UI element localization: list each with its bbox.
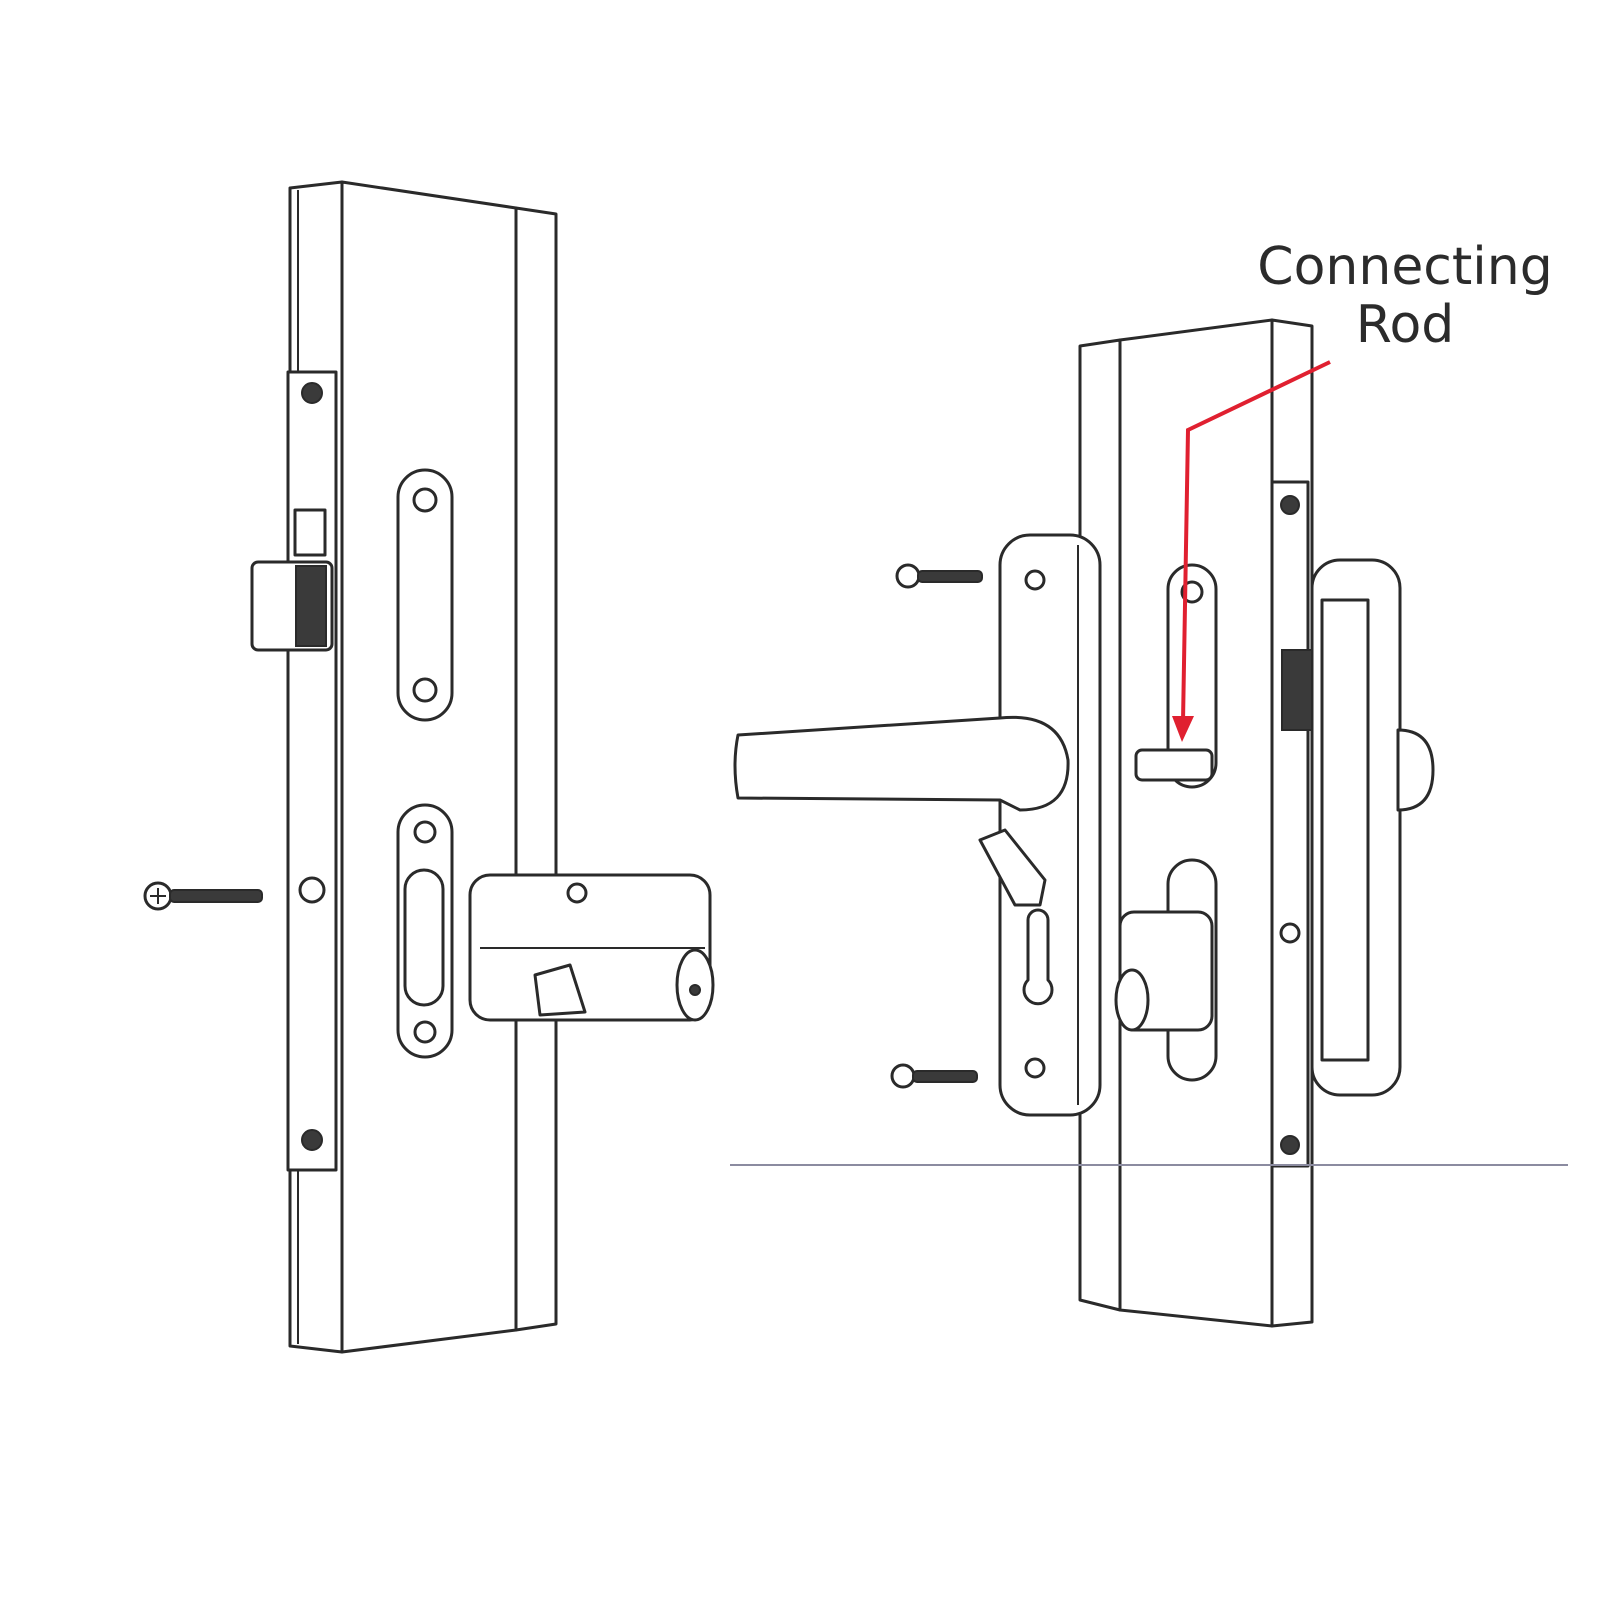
- left-faceplate: [286, 370, 338, 1172]
- mounting-hole: [298, 876, 326, 904]
- connecting-rod: [1134, 748, 1214, 782]
- upper-slot: [396, 468, 454, 722]
- faceplate-screw-icon: [301, 382, 323, 404]
- right-lock-assembly: [733, 318, 1435, 1328]
- faceplate-screw-icon: [1279, 922, 1301, 944]
- screw-icon: [890, 1063, 978, 1089]
- right-faceplate: [1270, 480, 1310, 1168]
- label-line-1: Connecting: [1257, 237, 1553, 297]
- screw-icon: [143, 881, 263, 911]
- label-line-2: Rod: [1355, 295, 1455, 355]
- faceplate-screw-icon: [1280, 495, 1300, 515]
- left-door-face: [340, 180, 518, 1354]
- thumb-turn: [978, 828, 1047, 907]
- right-door-face: [1118, 318, 1274, 1328]
- faceplate-screw-icon: [301, 1129, 323, 1151]
- faceplate-screw-icon: [1280, 1135, 1300, 1155]
- connecting-rod-label: Connecting Rod: [1240, 238, 1570, 354]
- front-handle-plate: [998, 533, 1102, 1117]
- cylinder-cam: [533, 963, 587, 1017]
- keyhole-icon: [1022, 908, 1054, 1006]
- screw-icon: [895, 563, 983, 589]
- key-plug-icon: [1114, 968, 1150, 1032]
- left-lock-assembly: [143, 180, 715, 1354]
- lever-handle: [733, 715, 1070, 812]
- connecting-rod-arrow: [1172, 360, 1331, 742]
- left-door-side: [514, 206, 558, 1332]
